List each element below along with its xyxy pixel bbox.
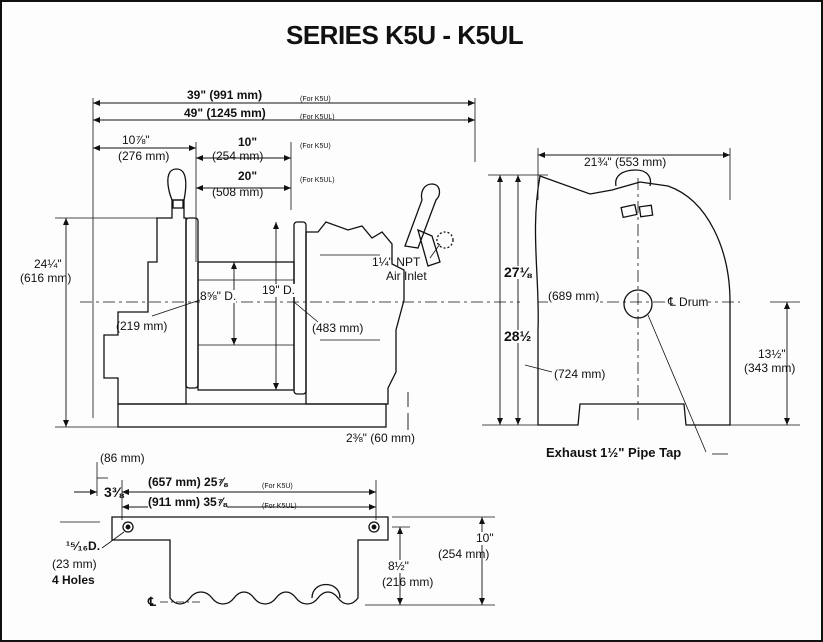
depth-mm: (254 mm) — [438, 547, 490, 561]
drum-diameter: 8⅝" D. — [200, 289, 237, 303]
air-inlet-label: Air Inlet — [386, 269, 427, 283]
drum-centerline-label: ℄ Drum — [668, 295, 709, 309]
height-inch: 24¼" — [34, 257, 62, 271]
drum-length-k5u-mm: (254 mm) — [212, 149, 264, 163]
base-offset-inch: 3⅜ — [104, 484, 124, 500]
side-view — [55, 98, 520, 430]
drum-length-k5u-inch: 10" — [238, 135, 258, 149]
hole-diameter: ¹⁵⁄₁₆D. — [66, 539, 101, 553]
span-k5u: (657 mm) 25⅞ — [148, 475, 228, 489]
height-mm: (616 mm) — [20, 271, 72, 285]
span-k5ul: (911 mm) 35⅞ — [148, 495, 227, 509]
drum-length-k5ul-inch: 20" — [238, 169, 258, 183]
flange-diameter-mm: (483 mm) — [312, 321, 364, 335]
base-height: 2⅜" (60 mm) — [346, 431, 415, 445]
height-28-inch: 28½ — [504, 328, 532, 344]
drawing-title: SERIES K5U - K5UL — [286, 20, 524, 50]
hole-count: 4 Holes — [52, 573, 95, 587]
for-k5ul-note-2: (For K5UL) — [300, 177, 335, 184]
depth-inch: 10" — [476, 531, 494, 545]
height-28-mm: (724 mm) — [554, 367, 606, 381]
hole-row-inch: 8½" — [388, 559, 409, 573]
exhaust-label: Exhaust 1½" Pipe Tap — [546, 445, 682, 460]
air-inlet-size: 1¼" NPT — [372, 255, 421, 269]
end-view — [482, 148, 800, 455]
center-height-inch: 13½" — [758, 347, 786, 361]
height-27-mm: (689 mm) — [548, 289, 600, 303]
left-offset-inch: 10⅞" — [122, 133, 150, 147]
span-for-k5u: (For K5U) — [262, 483, 293, 490]
hole-row-mm: (216 mm) — [382, 575, 434, 589]
drum-length-k5ul-mm: (508 mm) — [212, 185, 264, 199]
overall-length-k5ul: 49" (1245 mm) — [184, 106, 266, 120]
for-k5u-note-2: (For K5U) — [300, 143, 331, 150]
base-offset-mm: (86 mm) — [100, 451, 145, 465]
height-27-inch: 27⅛ — [504, 264, 532, 280]
for-k5ul-note: (For K5UL) — [300, 114, 335, 121]
for-k5u-note: (For K5U) — [300, 96, 331, 103]
left-offset-mm: (276 mm) — [118, 149, 170, 163]
overall-length-k5u: 39" (991 mm) — [187, 88, 263, 102]
drum-diameter-mm: (219 mm) — [116, 319, 168, 333]
flange-diameter: 19" D. — [262, 283, 295, 297]
hole-diameter-mm: (23 mm) — [52, 557, 97, 571]
span-for-k5ul: (For K5UL) — [262, 503, 297, 510]
center-height-mm: (343 mm) — [744, 361, 796, 375]
base-plan-view — [60, 462, 495, 606]
end-width: 21¾" (553 mm) — [584, 155, 667, 169]
plan-centerline-label: ℄ — [148, 595, 156, 609]
